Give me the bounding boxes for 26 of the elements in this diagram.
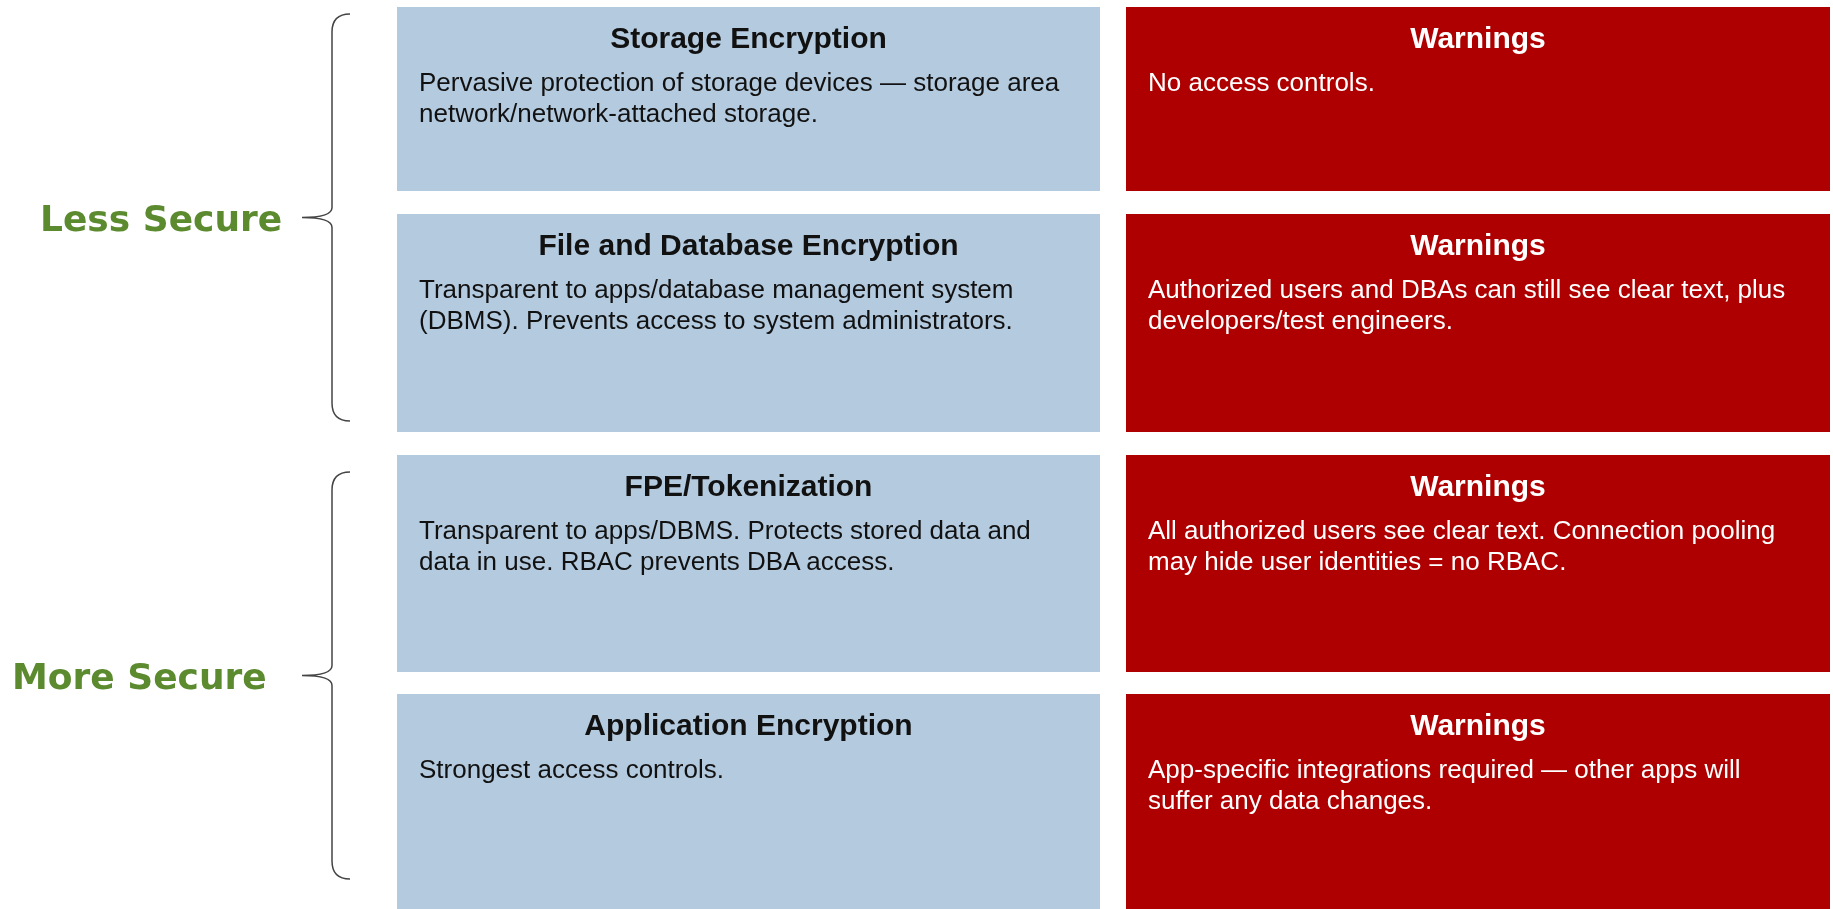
security-level-label: Less Secure [40, 197, 283, 238]
panel-description: App-specific integrations required — other apps will suffer any data changes. [1148, 754, 1742, 817]
method-panel [397, 455, 1100, 672]
panel-heading: Warnings [1409, 469, 1547, 503]
panel-heading: FPE/Tokenization [623, 469, 874, 503]
security-level-label: More Secure [12, 655, 267, 696]
panel-description: Strongest access controls. [419, 754, 725, 786]
panel-description: No access controls. [1148, 67, 1376, 99]
panel-heading: Storage Encryption [609, 21, 888, 55]
warning-panel [1126, 214, 1830, 432]
method-panel [397, 214, 1100, 432]
panel-heading: Warnings [1409, 228, 1547, 262]
panel-description: Transparent to apps/database management system (DBMS). Prevents access to system administrators. [419, 274, 1015, 337]
warning-panel [1126, 455, 1830, 672]
method-panel [397, 7, 1100, 191]
panel-description: All authorized users see clear text. Connection pooling may hide user identities = no RBAC. [1148, 515, 1777, 578]
panel-heading: Warnings [1409, 21, 1547, 55]
panel-heading: File and Database Encryption [537, 228, 960, 262]
warning-panel [1126, 694, 1830, 909]
panel-heading: Application Encryption [583, 708, 914, 742]
panel-description: Authorized users and DBAs can still see clear text, plus developers/test engineers. [1148, 274, 1787, 337]
panel-description: Transparent to apps/DBMS. Protects stored data and data in use. RBAC prevents DBA access. [419, 515, 1032, 578]
method-panel [397, 694, 1100, 909]
panel-description: Pervasive protection of storage devices — storage area network/network-attached storage. [419, 67, 1061, 130]
panel-heading: Warnings [1409, 708, 1547, 742]
warning-panel [1126, 7, 1830, 191]
